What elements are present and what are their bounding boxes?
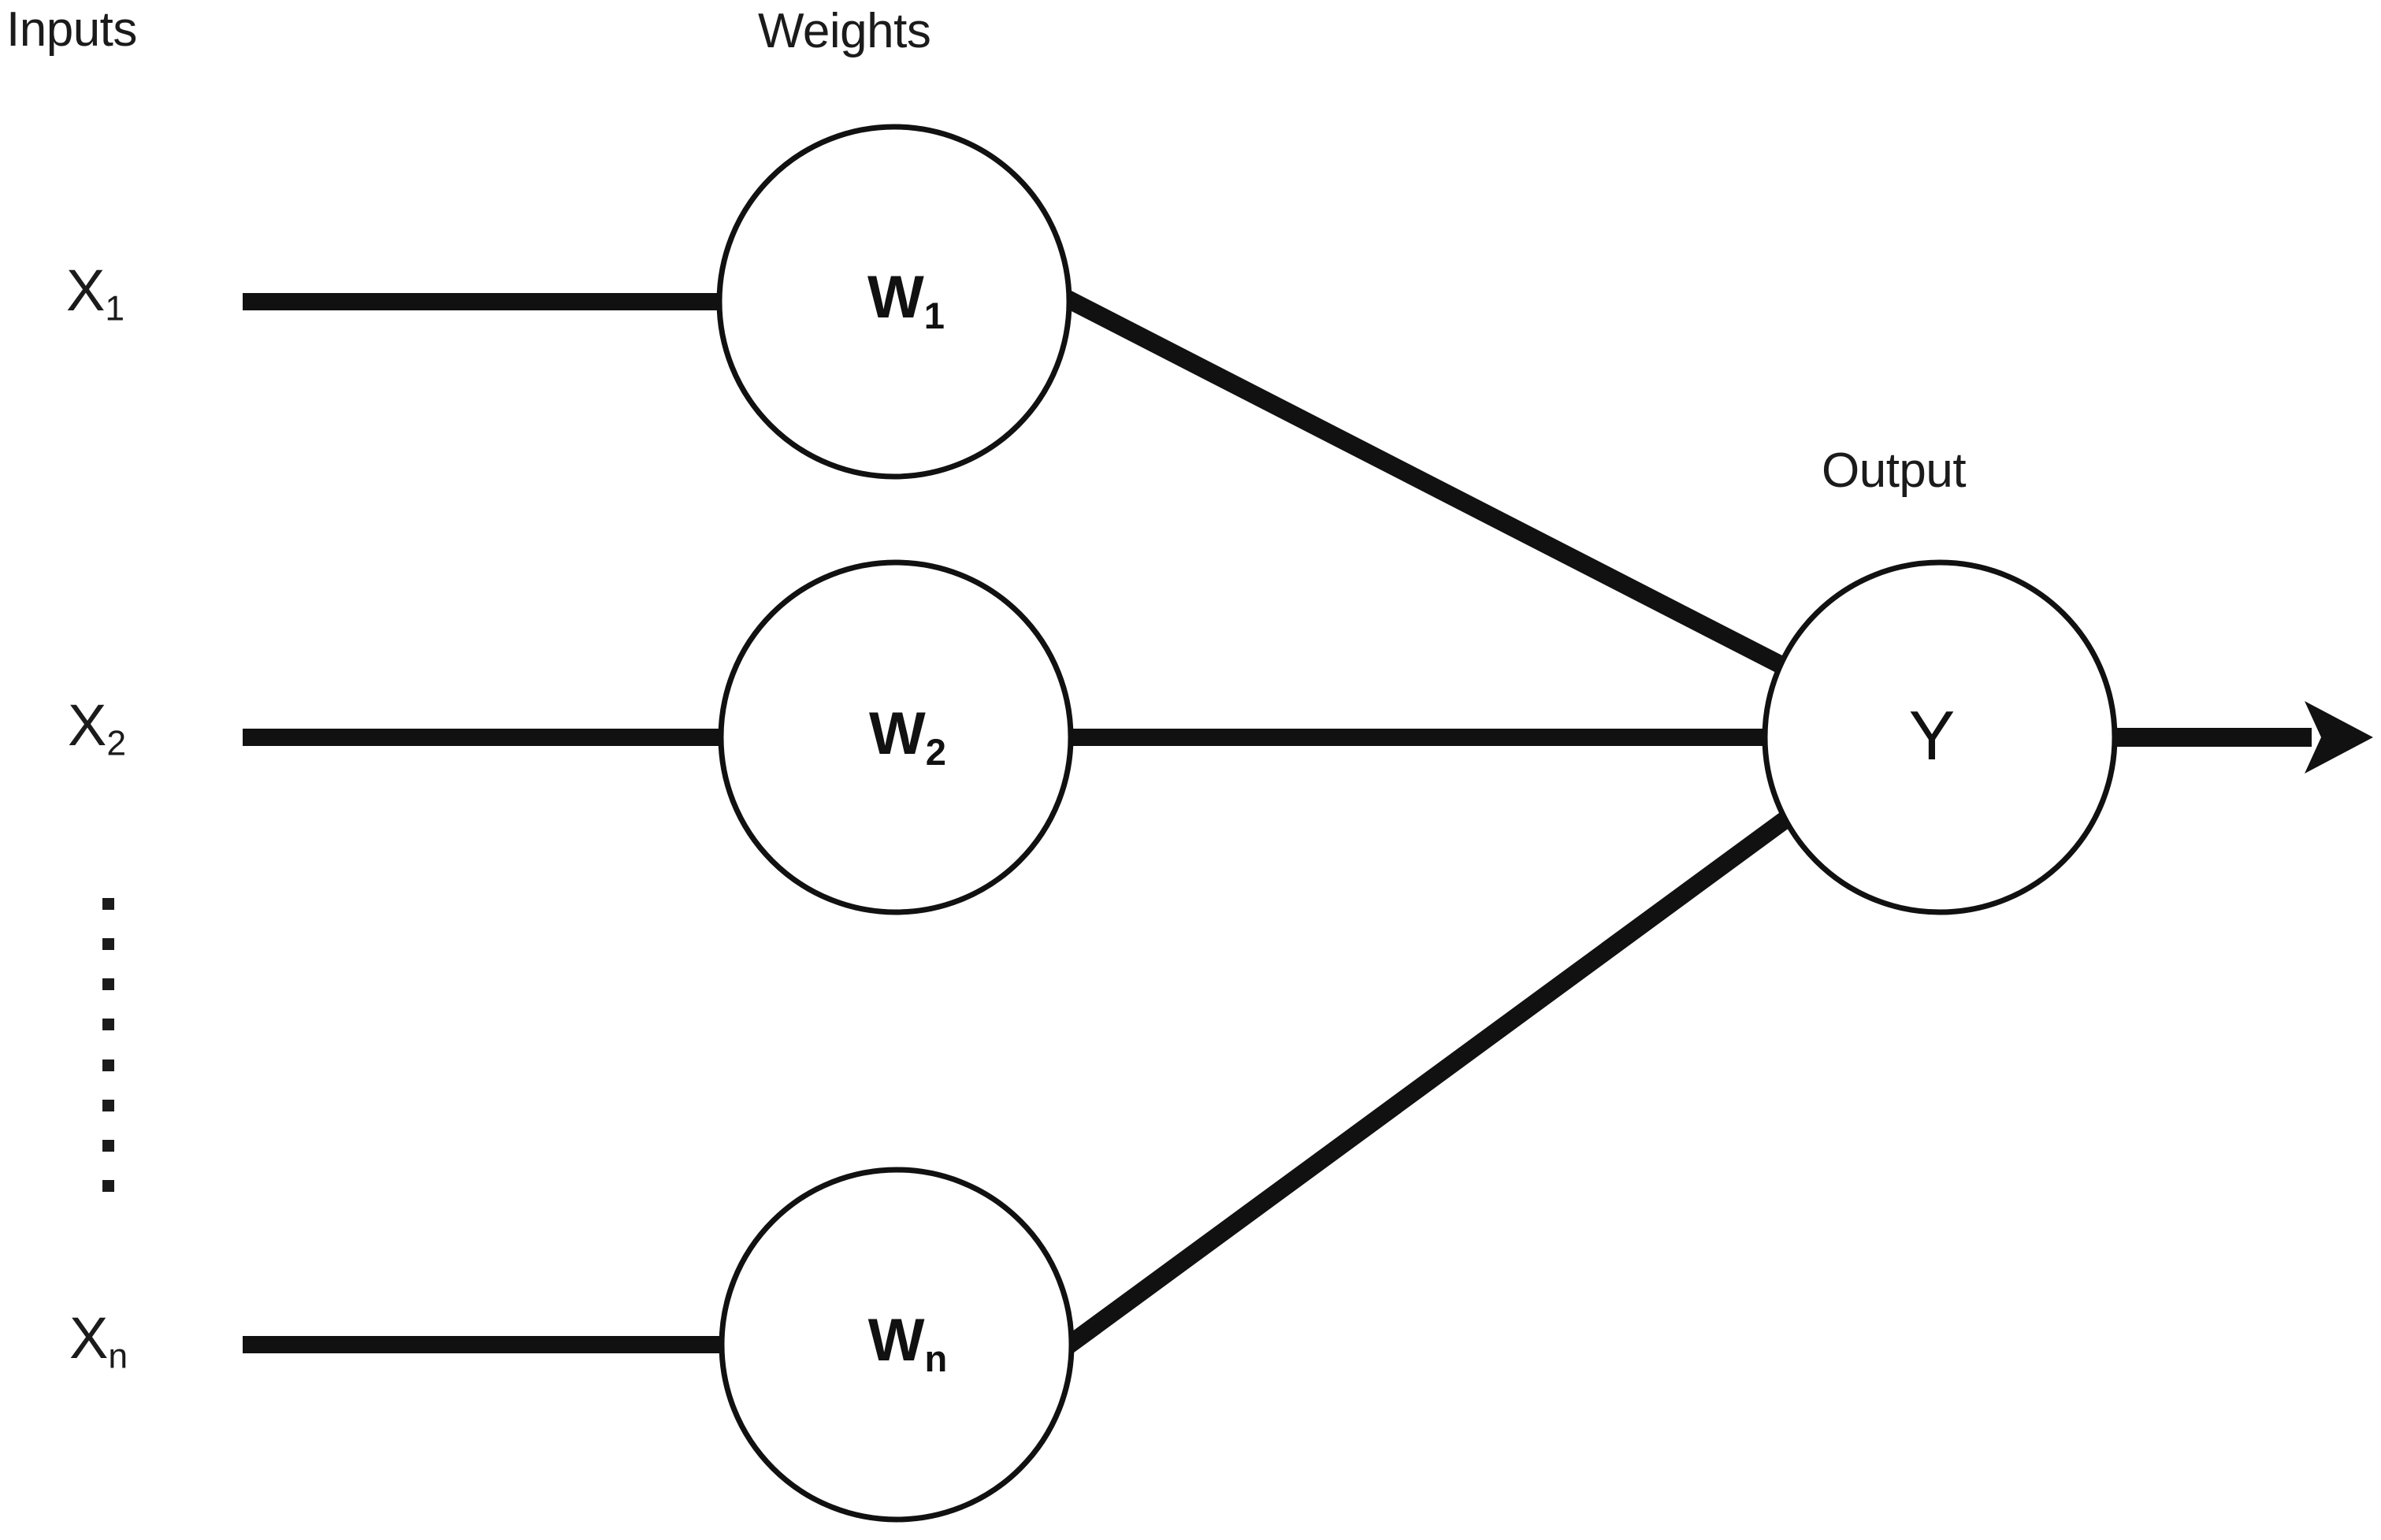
input-label-x1: X1 (66, 262, 124, 327)
input-label-xn-base: X (69, 1305, 109, 1371)
output-arrow-head (2305, 701, 2373, 774)
column-heading-weights: Weights (758, 4, 931, 58)
weight-node-w2[interactable] (718, 559, 1074, 915)
column-heading-inputs: Inputs (6, 2, 137, 57)
input-label-xn: Xn (69, 1309, 128, 1375)
weight-node-w1[interactable] (716, 124, 1072, 480)
output-label-y: Y (1908, 696, 1956, 774)
weight-label-w2: W2 (869, 703, 946, 773)
input-label-x1-subscript: 1 (105, 289, 125, 328)
vertical-ellipsis-icon (102, 898, 114, 1192)
edge-w1-to-y (1060, 289, 1787, 674)
weight-label-w1-base: W (867, 263, 924, 331)
weight-label-wn-base: W (867, 1306, 925, 1374)
input-label-xn-subscript: n (108, 1337, 128, 1376)
input-label-x1-base: X (66, 258, 106, 323)
edge-wn-to-y (1063, 808, 1796, 1353)
weight-label-w1: W1 (867, 267, 945, 336)
column-heading-output: Output (1822, 443, 1967, 498)
input-label-x2-base: X (68, 692, 107, 758)
input-label-x2-subscript: 2 (106, 724, 127, 763)
weight-label-w2-base: W (869, 699, 926, 767)
weight-label-wn: Wn (868, 1310, 948, 1379)
input-label-x2: X2 (68, 696, 126, 762)
weight-node-wn[interactable] (719, 1167, 1075, 1523)
weight-label-wn-subscript: n (924, 1338, 948, 1379)
weight-label-w2-subscript: 2 (925, 731, 946, 773)
weight-label-w1-subscript: 1 (923, 295, 945, 336)
